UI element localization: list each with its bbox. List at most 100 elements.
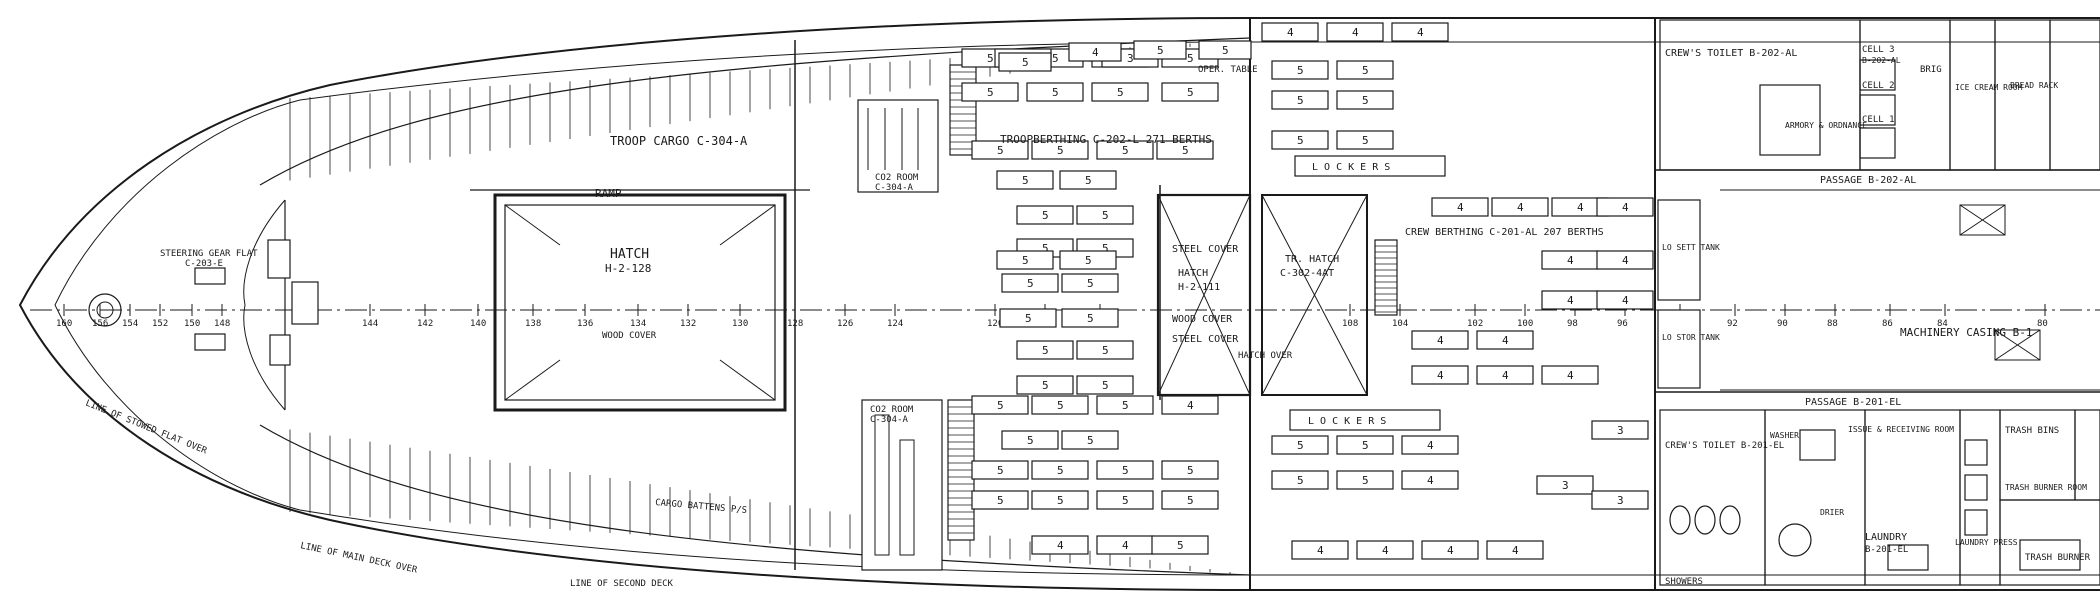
frame-number: 98 [1567,319,1578,329]
berth-count: 4 [1517,201,1524,214]
frame-number: 152 [152,319,168,329]
berth-box [999,308,1057,328]
label-hatch-2: HATCH [1178,268,1208,279]
label-trash-burner-room: TRASH BURNER ROOM [2005,483,2087,492]
berth-box [1541,365,1599,385]
label-washer: WASHER [1770,431,1799,440]
berth-count: 5 [1042,379,1049,392]
berth-box [1133,40,1187,60]
berth-count: 4 [1437,334,1444,347]
berth-count: 5 [1157,44,1164,57]
anchor-windlass [88,293,122,327]
berth-box [1091,82,1149,102]
berth-count: 4 [1567,254,1574,267]
frame-number: 120 [987,319,1003,329]
berth-box [1431,197,1489,217]
label-cell-id: B-202-AL [1862,56,1901,65]
berth-box [1096,460,1154,480]
berth-count: 5 [987,86,994,99]
berth-count: 5 [1362,134,1369,147]
berth-box [1596,197,1654,217]
berth-box [1076,205,1134,225]
label-hatch-2-id: H-2-111 [1178,282,1220,293]
berth-count: 3 [1617,494,1624,507]
label-laundry: LAUNDRY [1865,532,1907,543]
label-laundry-id: B-201-EL [1865,545,1908,555]
berth-count: 5 [1022,56,1029,69]
label-crews-toilet-lower: CREW'S TOILET B-201-EL [1665,441,1784,451]
frame-number: 150 [184,319,200,329]
label-cell-2: CELL 2 [1862,81,1895,91]
berth-count: 5 [1297,439,1304,452]
machinery-casing [1720,189,2100,391]
berth-box [1031,395,1089,415]
label-crew-berthing: CREW BERTHING C-201-AL 207 BERTHS [1405,227,1604,238]
berth-box [1061,308,1119,328]
berth-box [1059,170,1117,190]
berth-box [1336,130,1394,150]
berth-count: 4 [1577,201,1584,214]
berth-box [1261,22,1319,42]
label-troop-berthing: TROOPBERTHING C-202-L 271 BERTHS [1000,133,1212,146]
berth-count: 5 [1187,494,1194,507]
berth-box [1016,340,1074,360]
berth-box [1031,490,1089,510]
berth-count: 5 [1362,474,1369,487]
berth-count: 5 [1087,277,1094,290]
berth-count: 4 [1427,439,1434,452]
label-tr-hatch: TR. HATCH [1285,254,1339,265]
berth-box [1336,435,1394,455]
berth-count: 4 [1622,254,1629,267]
berth-box [1421,540,1479,560]
bow-stair [267,239,291,279]
berth-count: 5 [1102,379,1109,392]
berth-count: 5 [1187,52,1194,65]
berth-count: 5 [1085,254,1092,267]
label-co2-room-lower: CO2 ROOM [870,405,914,415]
berth-count: 4 [1622,294,1629,307]
label-machinery-casing: MACHINERY CASING B-1 [1900,326,2032,339]
berth-box [1016,205,1074,225]
berth-box [1061,273,1119,293]
label-steering-gear-id: C-203-E [185,259,223,269]
bow-details [88,239,319,366]
berth-box [1031,460,1089,480]
berth-box [1271,130,1329,150]
berth-box [1161,460,1219,480]
frame-number: 136 [577,319,593,329]
label-ramp: RAMP [595,187,622,200]
berth-count: 5 [1025,312,1032,325]
berth-box [996,250,1054,270]
label-wood-cover-2: WOOD COVER [1172,314,1233,325]
frame-number: 90 [1777,319,1788,329]
bow-hatch-box [269,334,291,366]
frame-number: 124 [887,319,903,329]
berth-count: 4 [1382,544,1389,557]
berth-count: 5 [1297,134,1304,147]
label-lockers-lower: L O C K E R S [1308,416,1386,427]
frame-number: 104 [1392,319,1408,329]
berth-count: 4 [1092,46,1099,59]
label-trash-bins: TRASH BINS [2005,426,2059,436]
berth-count: 4 [1352,26,1359,39]
berth-count: 5 [987,52,994,65]
berth-count: 5 [1117,86,1124,99]
berth-count: 5 [1022,174,1029,187]
lo-sett-tank [1657,199,1701,301]
aft-lower-rooms [1659,409,2100,586]
berth-box [1096,395,1154,415]
berth-count: 5 [1182,144,1189,157]
berth-box [1076,340,1134,360]
berth-box [1401,470,1459,490]
berth-box [1161,395,1219,415]
label-lo-sett-tank: LO SETT TANK [1662,243,1720,252]
label-co2-room-upper-id: C-304-A [875,183,914,193]
berth-count: 5 [1085,174,1092,187]
berth-box [1096,490,1154,510]
berth-box [1161,82,1219,102]
frame-number: 138 [525,319,541,329]
aft-upper-rooms [1659,19,2100,171]
berth-count: 5 [1297,474,1304,487]
berth-count: 4 [1567,369,1574,382]
